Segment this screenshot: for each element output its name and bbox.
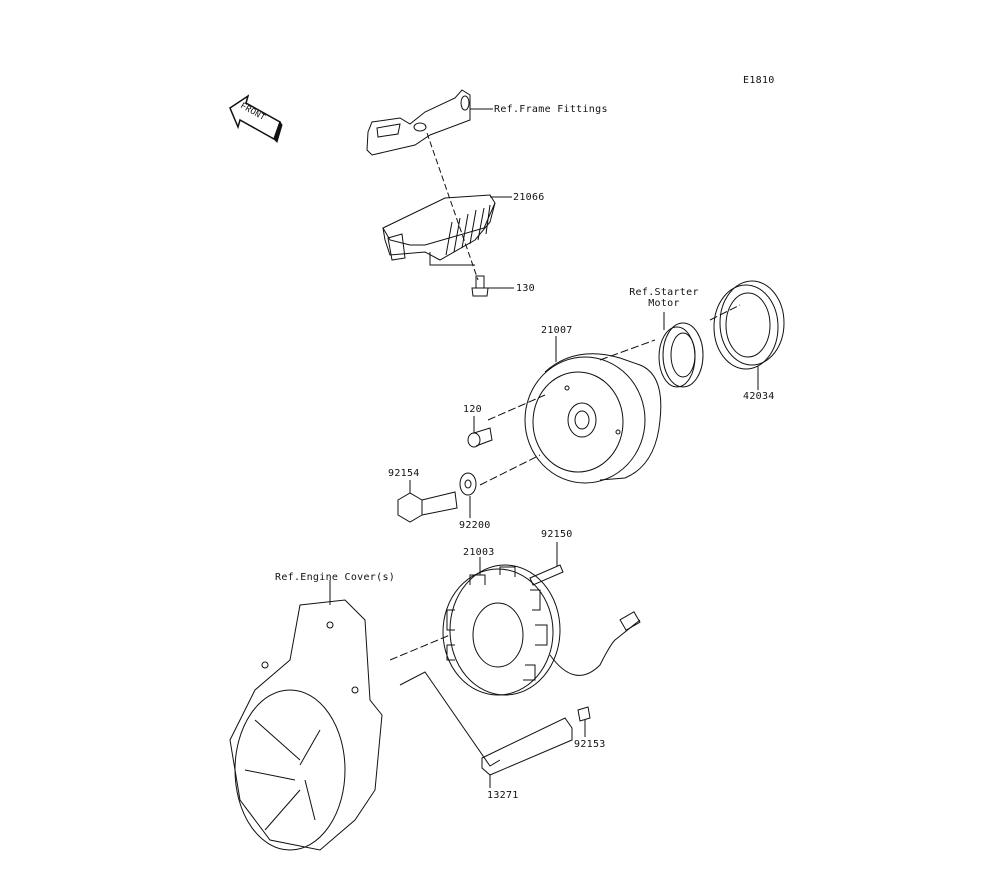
- callout-13271[interactable]: 13271: [487, 790, 519, 801]
- bolt-120: [467, 416, 493, 448]
- callout-21066[interactable]: 21066: [513, 192, 545, 203]
- callout-120[interactable]: 120: [463, 404, 482, 415]
- callout-starter-motor[interactable]: Ref.Starter Motor: [624, 287, 704, 309]
- callout-92200[interactable]: 92200: [459, 520, 491, 531]
- flywheel-rotor: [524, 336, 662, 484]
- callout-21003[interactable]: 21003: [463, 547, 495, 558]
- front-arrow-icon: FRONT: [229, 94, 283, 143]
- clamp-13271: [481, 717, 573, 788]
- washer-92200: [459, 472, 477, 518]
- starter-clutch: [658, 312, 704, 388]
- callout-frame-fittings[interactable]: Ref.Frame Fittings: [494, 104, 608, 115]
- regulator-rectifier: [382, 194, 512, 266]
- callout-starter-motor-line2: Motor: [648, 298, 680, 309]
- callout-starter-motor-line1: Ref.Starter: [629, 287, 699, 298]
- frame-fitting-bracket: [366, 89, 493, 156]
- stator: [442, 557, 641, 696]
- callout-92150[interactable]: 92150: [541, 529, 573, 540]
- bolt-92153: [577, 706, 591, 737]
- diagram-code: E1810: [743, 75, 775, 86]
- callout-21007[interactable]: 21007: [541, 325, 573, 336]
- callout-130[interactable]: 130: [516, 283, 535, 294]
- bolt-92150: [529, 542, 564, 586]
- engine-cover: [229, 580, 383, 851]
- bolt-92154: [397, 480, 458, 523]
- callout-engine-cover[interactable]: Ref.Engine Cover(s): [275, 572, 396, 583]
- cover-ring: [713, 280, 785, 390]
- callout-92153[interactable]: 92153: [574, 739, 606, 750]
- leader-line: [426, 132, 479, 281]
- bolt-130: [471, 275, 514, 297]
- callout-92154[interactable]: 92154: [388, 468, 420, 479]
- callout-42034[interactable]: 42034: [743, 391, 775, 402]
